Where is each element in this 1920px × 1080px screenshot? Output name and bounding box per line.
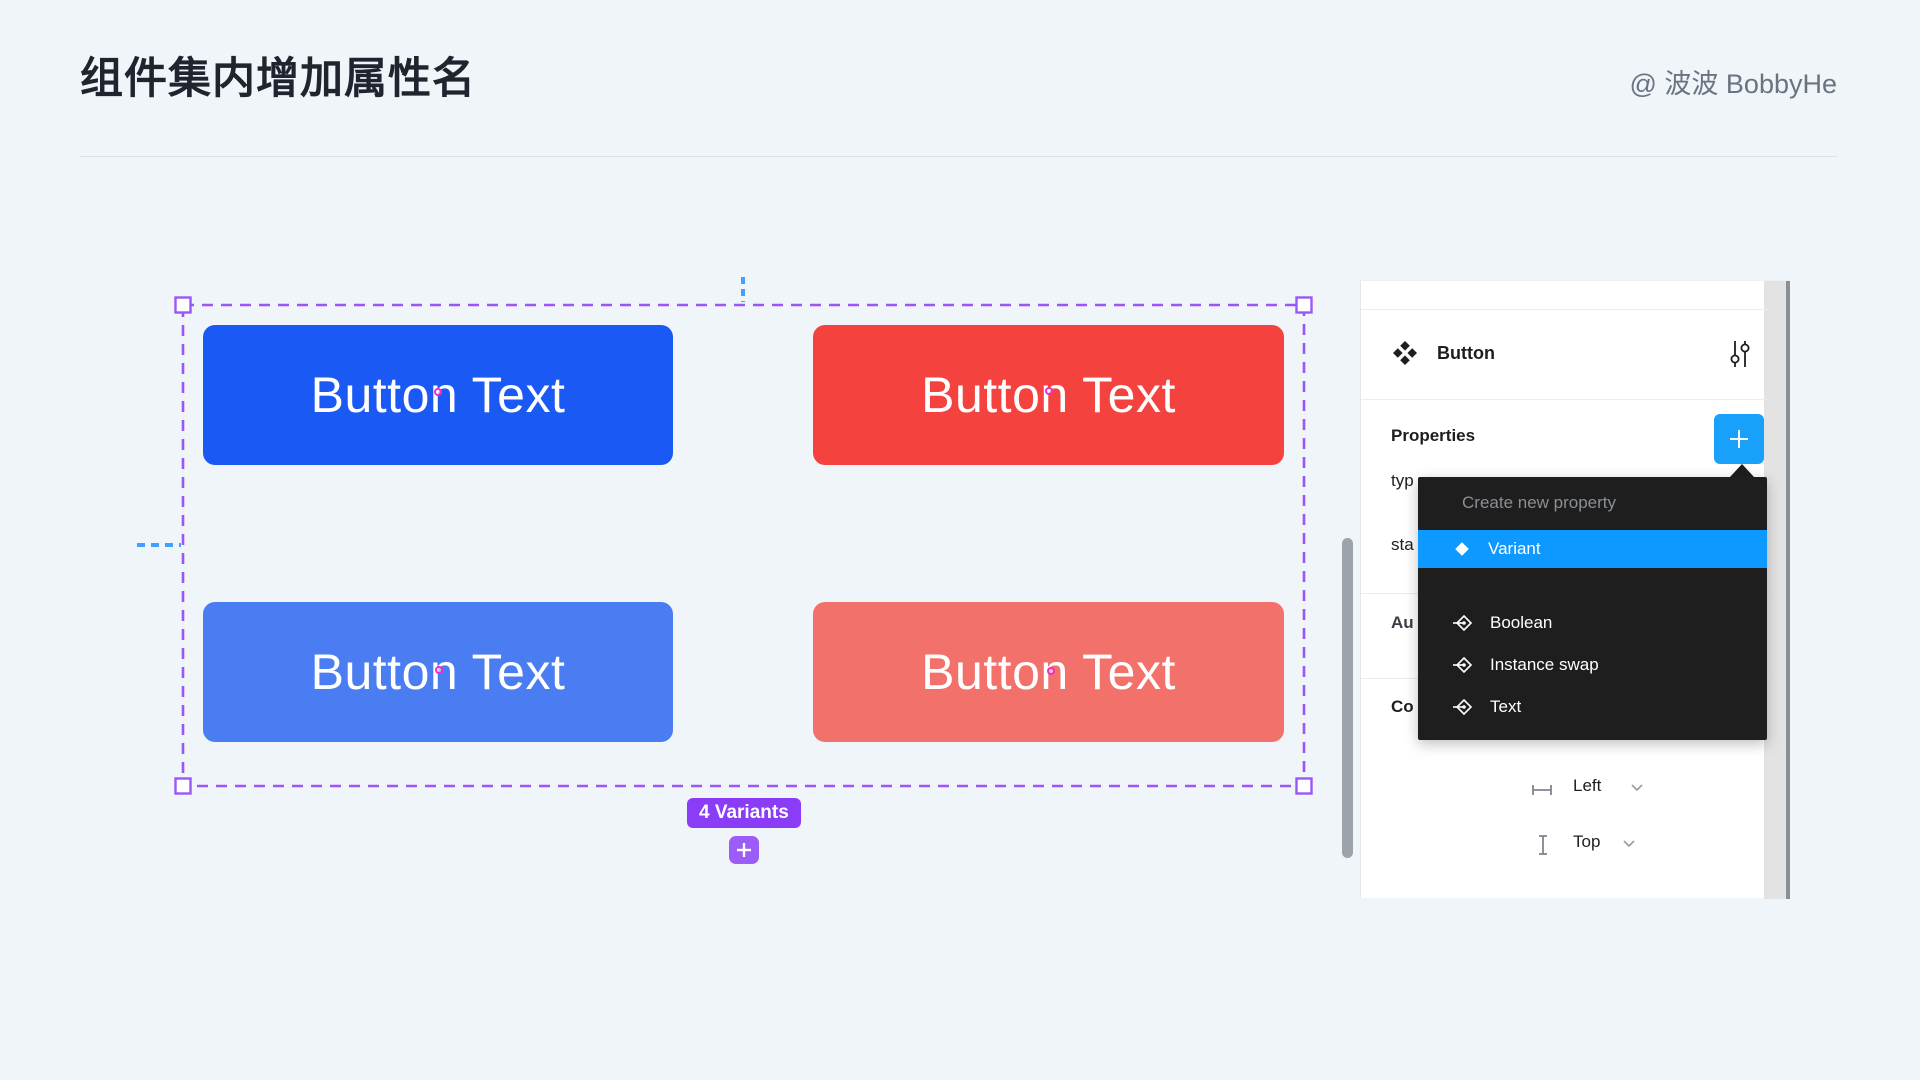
selection-handle-top-left[interactable] bbox=[174, 296, 192, 314]
menu-item-label: Instance swap bbox=[1490, 655, 1599, 674]
properties-section-title: Properties bbox=[1391, 426, 1476, 445]
button-label: Button Text bbox=[921, 367, 1176, 423]
constraints-section-title: Co bbox=[1391, 697, 1414, 716]
window-edge bbox=[1786, 281, 1790, 899]
header-divider bbox=[80, 156, 1837, 157]
component-name: Button bbox=[1437, 343, 1495, 363]
menu-item-label: Text bbox=[1490, 697, 1522, 716]
cursor-dot bbox=[1047, 667, 1055, 675]
page-title: 组件集内增加属性名 bbox=[80, 55, 476, 103]
create-property-menu: Create new property Variant Boolean bbox=[1418, 477, 1767, 740]
author-credit: @ 波波 BobbyHe bbox=[1629, 69, 1837, 99]
variant-button-danger[interactable]: Button Text bbox=[813, 325, 1284, 465]
page-scrollbar-thumb[interactable] bbox=[1342, 538, 1353, 858]
variants-count-badge[interactable]: 4 Variants bbox=[687, 798, 801, 828]
menu-item-boolean[interactable]: Boolean bbox=[1418, 602, 1767, 644]
selection-handle-bottom-left[interactable] bbox=[174, 777, 192, 795]
component-set-icon bbox=[1393, 341, 1417, 365]
menu-title: Create new property bbox=[1462, 493, 1617, 512]
selection-handle-bottom-right[interactable] bbox=[1295, 777, 1313, 795]
panel-scrollbar-track[interactable] bbox=[1764, 281, 1786, 899]
cursor-dot bbox=[1045, 387, 1053, 395]
chevron-down-icon[interactable] bbox=[1623, 840, 1635, 848]
plus-icon bbox=[1730, 430, 1748, 448]
menu-item-instance-swap[interactable]: Instance swap bbox=[1418, 644, 1767, 686]
property-arrow-diamond-icon bbox=[1452, 697, 1474, 717]
add-variant-button[interactable] bbox=[729, 836, 759, 864]
dropdown-caret bbox=[1730, 464, 1754, 477]
menu-item-variant[interactable]: Variant bbox=[1418, 530, 1767, 568]
panel-divider bbox=[1361, 399, 1769, 400]
property-arrow-diamond-icon bbox=[1452, 655, 1474, 675]
panel-divider bbox=[1361, 309, 1769, 310]
selection-handle-top-right[interactable] bbox=[1295, 296, 1313, 314]
constraint-horizontal-value[interactable]: Left bbox=[1573, 776, 1602, 795]
horizontal-constraint-icon bbox=[1532, 785, 1552, 795]
vertical-constraint-icon bbox=[1539, 835, 1547, 855]
menu-item-label: Variant bbox=[1488, 539, 1541, 558]
cursor-dot bbox=[435, 666, 443, 674]
variants-count-label: 4 Variants bbox=[699, 802, 789, 823]
constraint-vertical-value[interactable]: Top bbox=[1573, 832, 1601, 851]
sliders-icon[interactable] bbox=[1727, 339, 1753, 369]
plus-icon bbox=[737, 843, 751, 857]
chevron-down-icon[interactable] bbox=[1631, 784, 1643, 792]
property-row-type[interactable]: typ bbox=[1391, 471, 1414, 490]
menu-item-text[interactable]: Text bbox=[1418, 686, 1767, 728]
variant-diamond-icon bbox=[1452, 539, 1472, 559]
property-row-state[interactable]: sta bbox=[1391, 535, 1414, 554]
cursor-dot bbox=[434, 388, 442, 396]
menu-item-label: Boolean bbox=[1490, 613, 1553, 632]
auto-layout-section-title: Au bbox=[1391, 613, 1414, 632]
add-property-button[interactable] bbox=[1714, 414, 1764, 464]
property-arrow-diamond-icon bbox=[1452, 613, 1474, 633]
